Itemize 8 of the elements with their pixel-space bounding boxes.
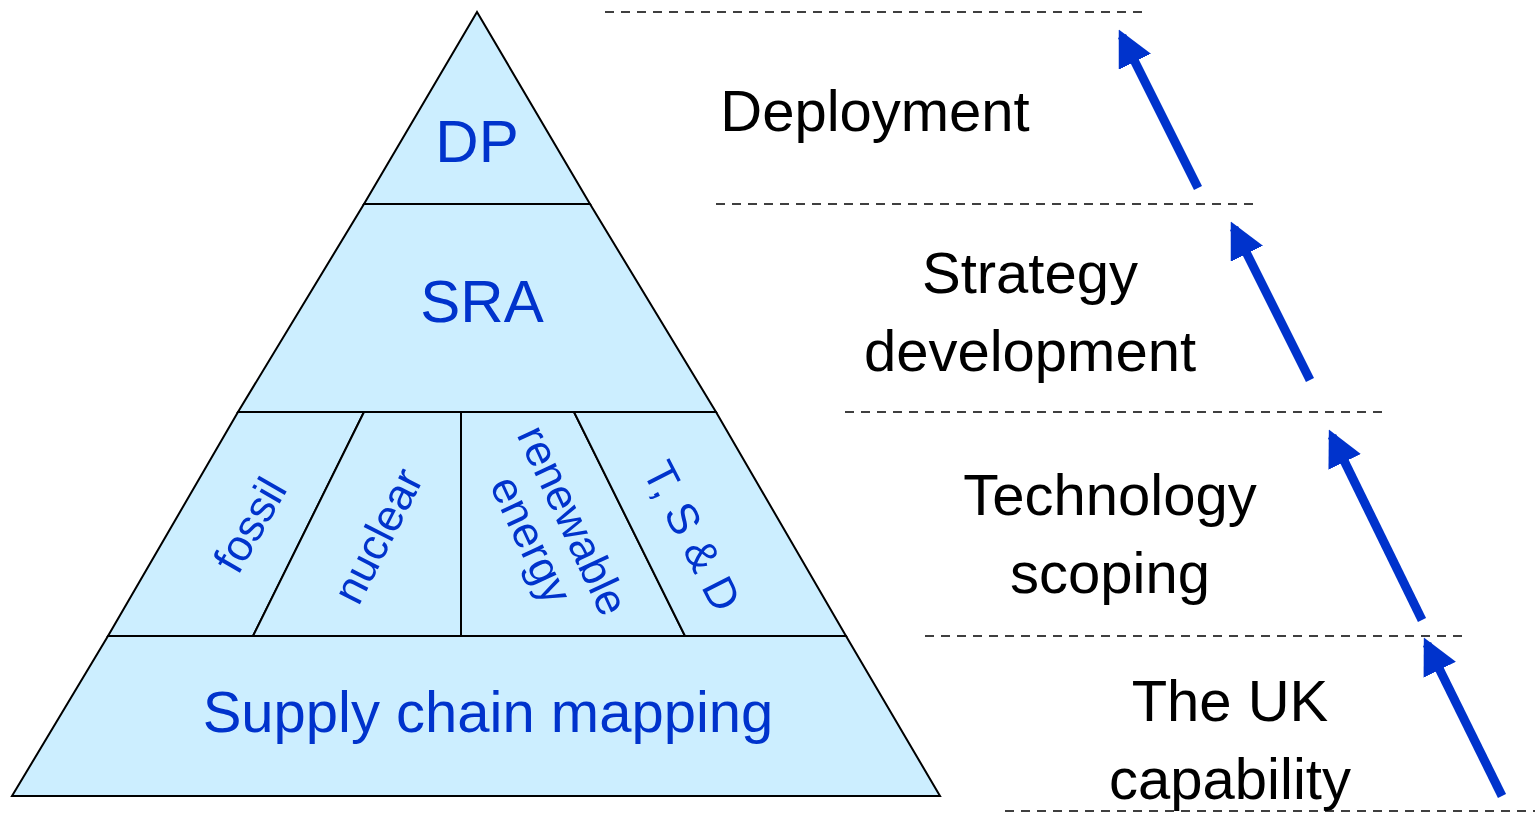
stage-label: Strategy development (862, 239, 1198, 385)
stage-label: Technology scoping (962, 461, 1258, 607)
stage-label: The UK capability (1108, 667, 1352, 813)
stage-label: Deployment (719, 77, 1031, 145)
pyramid-top-segment (364, 12, 590, 204)
segment-label: T, S & D (635, 454, 749, 618)
segment-label: SRA (420, 272, 544, 332)
segment-label: DP (435, 112, 519, 172)
